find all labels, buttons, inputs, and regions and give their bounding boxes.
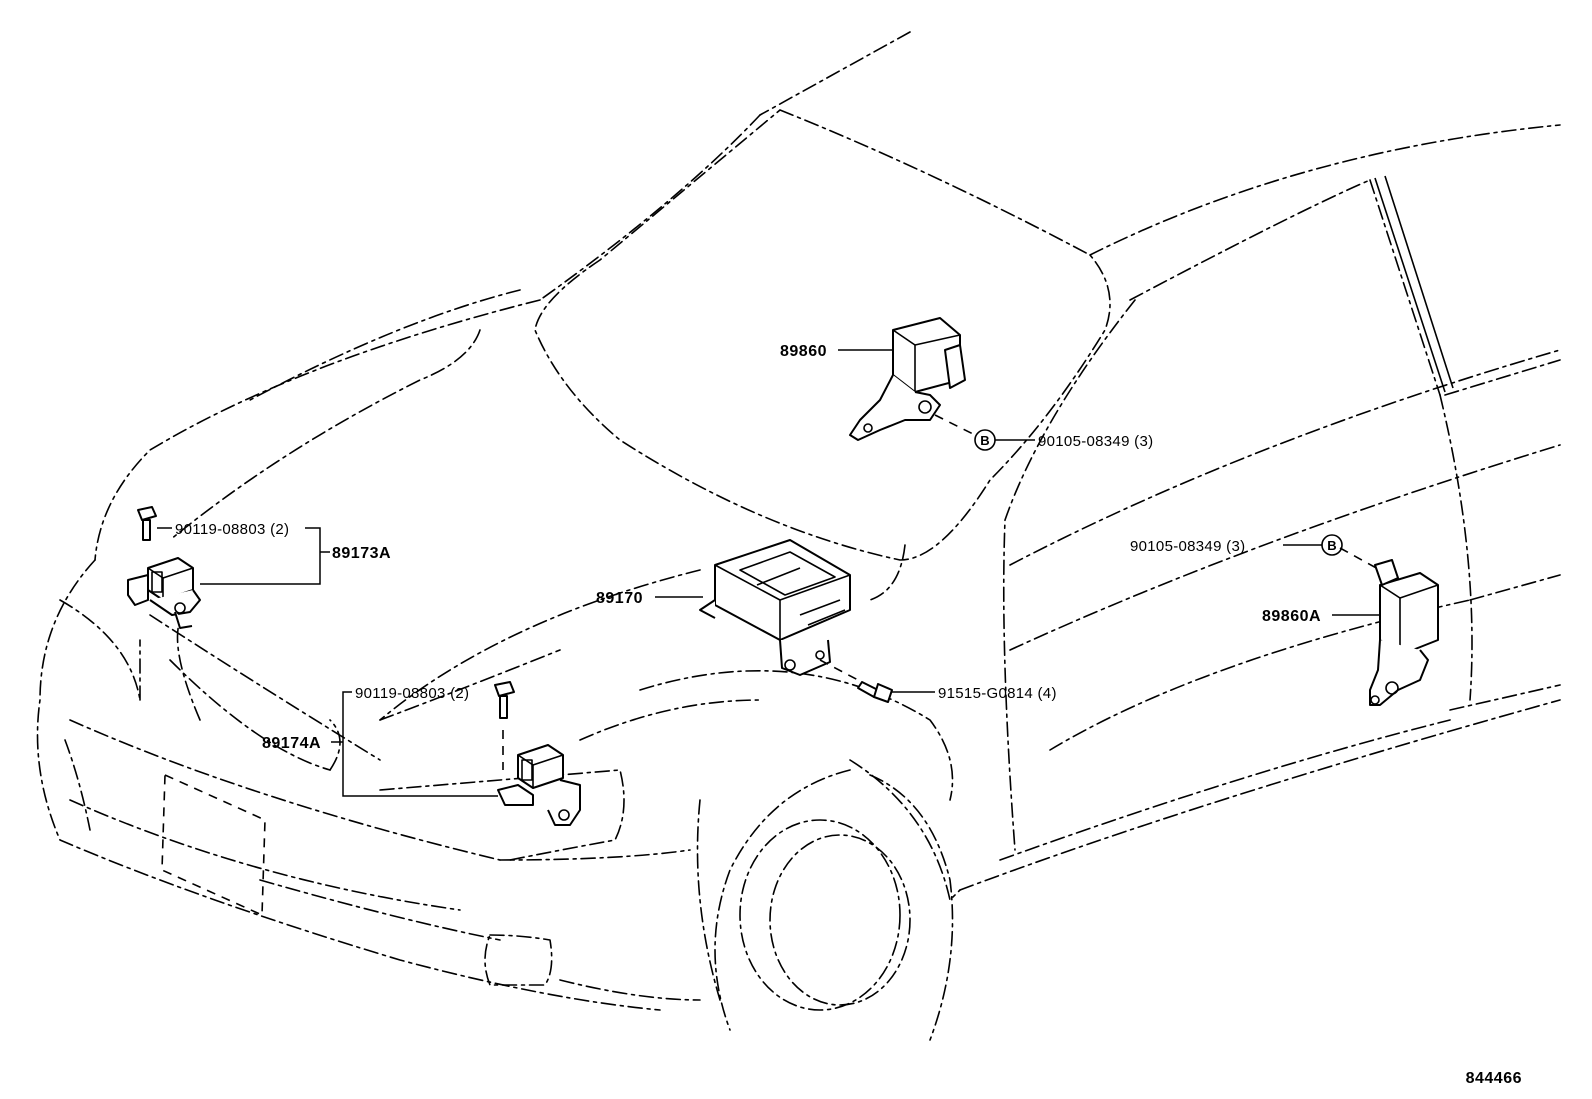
leader-89173A [200,527,330,585]
label-89173A: 89173A [332,545,391,562]
sensor-89173A [127,557,201,629]
label-bolt-b-right: 90105-08349 (3) [1130,538,1245,555]
sensor-89860A [1339,547,1439,706]
sensor-89860 [849,317,976,441]
sensor-89174A [497,744,581,826]
label-89860A: 89860A [1262,608,1321,625]
bolt-left-bottom [494,681,515,770]
reference-number: 844466 [1466,1070,1522,1087]
label-screw: 91515-G0814 (4) [938,685,1057,702]
label-89860: 89860 [780,343,827,360]
label-89170: 89170 [596,590,643,607]
label-bolt-left-bottom: 90119-08803 (2) [355,685,469,702]
vehicle-outline [36,31,1561,1041]
leader-89174A [331,691,498,797]
marker-b-top-letter: B [980,433,989,448]
label-bolt-left-top: 90119-08803 (2) [175,521,289,538]
screw-91515 [857,681,935,703]
bolt-left-top [137,506,172,541]
control-unit-89170 [699,539,859,681]
label-89174A: 89174A [262,735,321,752]
marker-b-top: B [974,429,1035,451]
label-bolt-b-top: 90105-08349 (3) [1038,433,1153,450]
marker-b-right: B [1283,534,1343,556]
marker-b-right-letter: B [1327,538,1336,553]
